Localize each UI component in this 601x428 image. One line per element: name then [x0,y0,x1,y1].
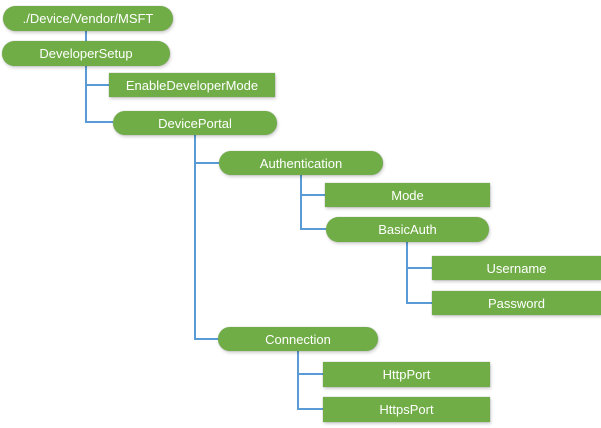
tree-node-deviceportal: DevicePortal [113,111,277,135]
connector-basicauth-trunk [406,242,408,304]
connector-deviceportal-authentication [196,162,219,164]
connector-deviceportal-connection [196,338,218,340]
connector-authentication-basicauth [302,228,326,230]
tree-node-root: ./Device/Vendor/MSFT [3,6,173,31]
connector-developersetup-deviceportal [87,121,113,123]
connector-connection-httpport [299,373,323,375]
tree-node-httpsport: HttpsPort [323,397,490,422]
tree-node-password: Password [432,291,601,315]
connector-authentication-mode [302,194,325,196]
connector-authentication-trunk [300,175,302,230]
connector-root-developersetup [85,31,87,41]
tree-node-basicauth: BasicAuth [326,217,489,242]
connector-developersetup-trunk [85,66,87,123]
tree-node-mode: Mode [325,183,490,207]
tree-node-connection: Connection [218,327,378,351]
connector-basicauth-username [408,267,432,269]
tree-node-developersetup: DeveloperSetup [2,41,170,66]
tree-node-authentication: Authentication [219,151,383,175]
tree-node-username: Username [432,256,601,280]
connector-basicauth-password [408,302,432,304]
connector-connection-trunk [297,351,299,410]
tree-node-httpport: HttpPort [323,362,490,387]
tree-node-enabledevelopermode: EnableDeveloperMode [109,73,275,97]
connector-connection-httpsport [299,408,323,410]
connector-deviceportal-trunk [194,135,196,340]
connector-developersetup-enabledevelopermode [87,84,109,86]
